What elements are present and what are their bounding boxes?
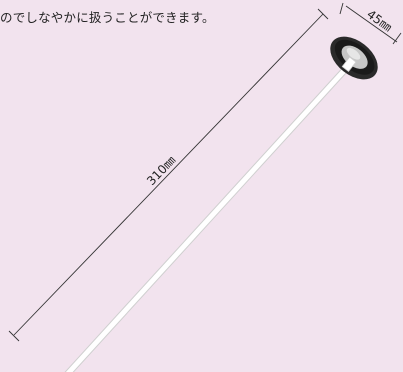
hammer-handle	[64, 58, 356, 372]
length-dimension	[8, 8, 329, 342]
head-diameter-label: 45㎜	[364, 7, 394, 34]
head-diameter-dimension	[339, 2, 402, 45]
length-label: 310㎜	[144, 153, 178, 188]
hammer-head	[330, 36, 378, 80]
product-description: のでしなやかに扱うことができます。	[0, 10, 215, 25]
